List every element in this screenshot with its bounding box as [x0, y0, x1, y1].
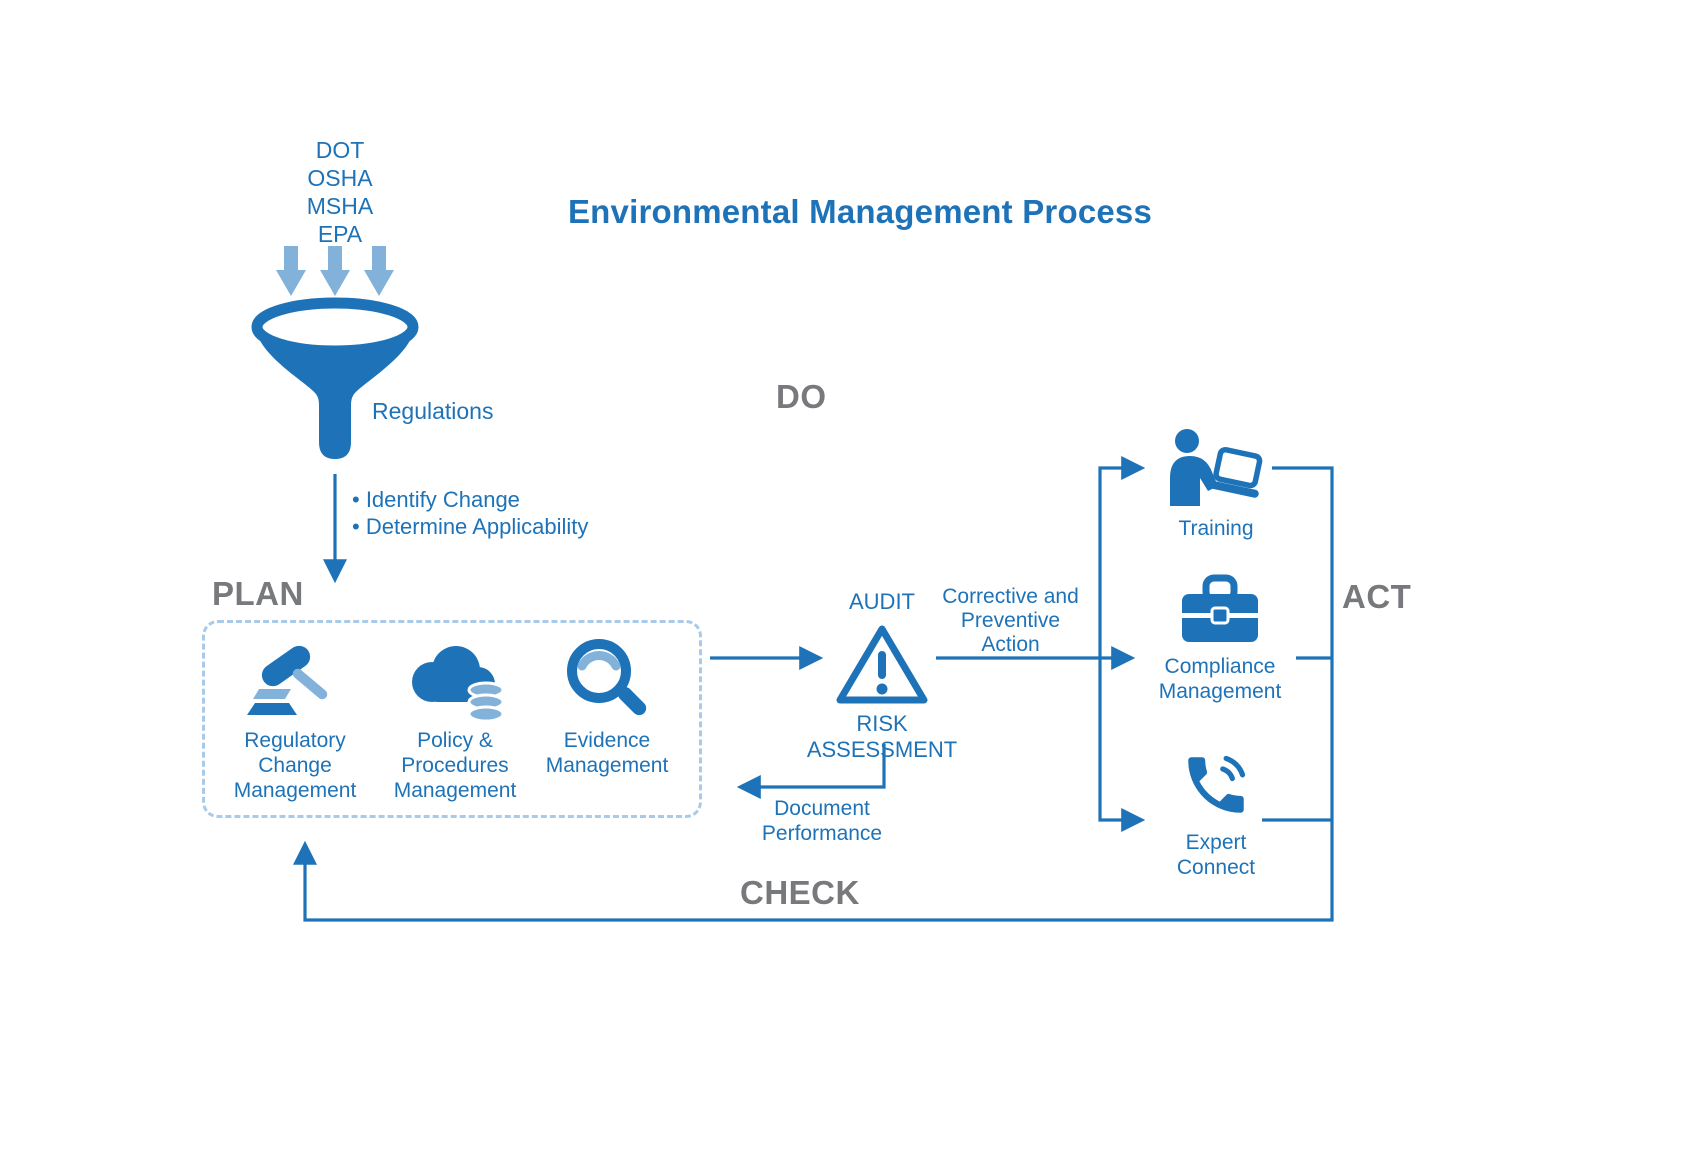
plan-item-policy-procedures: Policy & Procedures Management	[375, 636, 535, 803]
page-title: Environmental Management Process	[567, 193, 1153, 230]
funnel-label: Regulations	[372, 398, 494, 424]
arrow-branch-to-expert-connect	[1098, 658, 1146, 832]
plan-item-label: Regulatory Change Management	[233, 729, 357, 802]
training-icon	[1156, 426, 1276, 506]
risk-assessment-label: RISK ASSESSMENT	[806, 711, 958, 762]
warning-triangle-icon	[836, 625, 928, 704]
phase-act: ACT	[1342, 578, 1412, 615]
act-item-compliance: Compliance Management	[1146, 570, 1294, 704]
act-item-label: Expert Connect	[1176, 831, 1256, 879]
source-dot: DOT	[315, 137, 365, 163]
plan-item-regulatory-change: Regulatory Change Management	[215, 636, 375, 803]
act-item-label: Training	[1178, 517, 1254, 540]
audit-risk-assessment: AUDIT RISK ASSESSMENT	[782, 589, 982, 763]
change-bullets: • Identify Change • Determine Applicabil…	[352, 487, 589, 539]
phase-plan: PLAN	[212, 575, 304, 612]
phase-check: CHECK	[740, 874, 860, 911]
source-msha: MSHA	[306, 193, 374, 219]
arrow-branch-to-training	[1098, 456, 1146, 658]
funnel-icon	[251, 297, 419, 459]
act-item-expert-connect: Expert Connect	[1156, 748, 1276, 880]
plan-box	[202, 620, 702, 818]
plan-item-evidence: Evidence Management	[527, 636, 687, 778]
source-osha: OSHA	[307, 165, 373, 191]
gavel-icon	[215, 636, 375, 728]
act-item-training: Training	[1156, 426, 1276, 541]
funnel-inflow-arrows-icon	[276, 246, 394, 296]
regulation-sources: DOT OSHA MSHA EPA	[278, 136, 402, 248]
magnifier-icon	[527, 636, 687, 728]
phone-icon	[1156, 748, 1276, 822]
briefcase-icon	[1146, 570, 1294, 646]
plan-item-label: Evidence Management	[545, 729, 669, 777]
phase-do: DO	[776, 378, 827, 415]
audit-label: AUDIT	[849, 589, 915, 614]
document-performance-label: Document Performance	[761, 797, 883, 845]
source-epa: EPA	[317, 221, 363, 247]
act-item-label: Compliance Management	[1158, 655, 1282, 703]
plan-item-label: Policy & Procedures Management	[393, 729, 517, 802]
corrective-action-label: Corrective and Preventive Action	[942, 585, 1079, 656]
cloud-database-icon	[375, 636, 535, 728]
